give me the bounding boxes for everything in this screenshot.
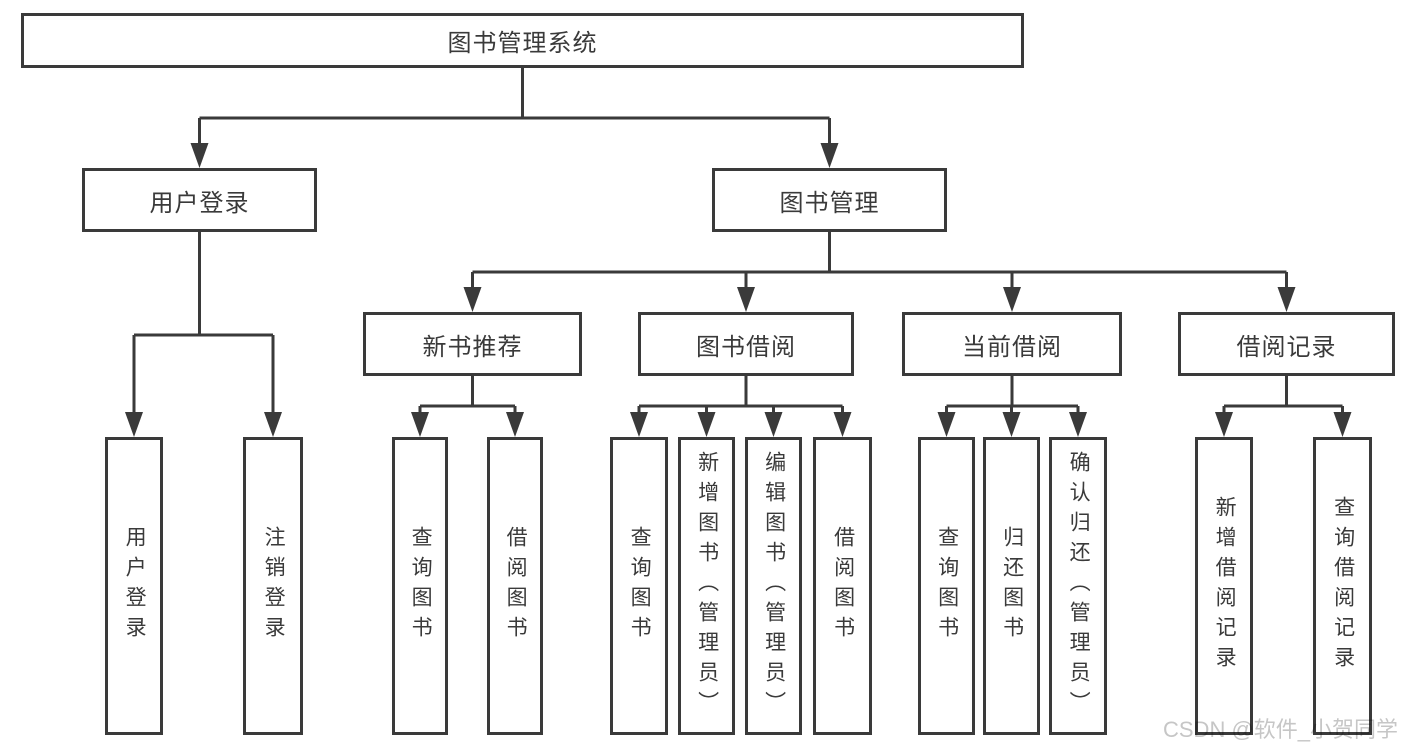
node-new-book-recommendation-label: 新书推荐: [422, 333, 523, 361]
leaf-confirm-return-admin: 确认归还（管理员）: [1049, 437, 1107, 735]
node-borrowing-records: 借阅记录: [1178, 312, 1395, 376]
arrow-down-icon: [411, 412, 429, 437]
leaf-borrow-books-borrowing-label: 借阅图书: [831, 526, 855, 646]
leaf-query-books-current-label: 查询图书: [935, 526, 959, 646]
arrow-down-icon: [1002, 412, 1021, 437]
arrow-down-icon: [125, 412, 143, 437]
node-new-book-recommendation: 新书推荐: [363, 312, 582, 376]
node-library-system-label: 图书管理系统: [447, 30, 598, 57]
leaf-borrow-books-recommend: 借阅图书: [487, 437, 543, 735]
node-current-borrowing: 当前借阅: [902, 312, 1122, 376]
csdn-watermark: CSDN @软件_小贺同学: [1163, 717, 1399, 742]
arrow-down-icon: [1069, 412, 1087, 437]
leaf-add-books-admin-label: 新增图书（管理员）: [695, 451, 719, 721]
arrow-down-icon: [820, 143, 839, 168]
node-book-management: 图书管理: [712, 168, 947, 232]
arrow-down-icon: [463, 287, 482, 312]
arrow-down-icon: [190, 143, 209, 168]
leaf-confirm-return-admin-label: 确认归还（管理员）: [1067, 451, 1091, 721]
leaf-query-borrow-record: 查询借阅记录: [1313, 437, 1372, 735]
node-current-borrowing-label: 当前借阅: [962, 333, 1062, 361]
leaf-user-login: 用户登录: [105, 437, 163, 735]
leaf-return-books: 归还图书: [983, 437, 1040, 735]
leaf-edit-books-admin: 编辑图书（管理员）: [745, 437, 802, 735]
arrow-down-icon: [737, 287, 755, 312]
leaf-borrow-books-recommend-label: 借阅图书: [504, 526, 528, 646]
leaf-query-books-borrowing: 查询图书: [610, 437, 668, 735]
arrow-down-icon: [764, 412, 783, 437]
arrow-down-icon: [1277, 287, 1296, 312]
arrowheads: [125, 143, 1352, 437]
arrow-down-icon: [264, 412, 282, 437]
node-book-management-label: 图书管理: [779, 189, 880, 217]
arrow-down-icon: [697, 412, 716, 437]
leaf-user-login-label: 用户登录: [123, 526, 147, 646]
leaf-query-borrow-record-label: 查询借阅记录: [1331, 496, 1355, 676]
arrow-down-icon: [937, 412, 956, 437]
arrow-down-icon: [1215, 412, 1233, 437]
leaf-borrow-books-borrowing: 借阅图书: [813, 437, 872, 735]
leaf-return-books-label: 归还图书: [1000, 526, 1024, 646]
node-user-login-label: 用户登录: [149, 189, 250, 217]
leaf-logout: 注销登录: [243, 437, 303, 735]
arrow-down-icon: [833, 412, 852, 437]
leaf-add-borrow-record: 新增借阅记录: [1195, 437, 1253, 735]
node-library-system: 图书管理系统: [21, 13, 1024, 68]
node-book-borrowing-label: 图书借阅: [696, 333, 796, 361]
arrow-down-icon: [506, 412, 524, 437]
leaf-query-books-recommend-label: 查询图书: [409, 526, 433, 646]
arrow-down-icon: [1003, 287, 1021, 312]
leaf-add-books-admin: 新增图书（管理员）: [678, 437, 735, 735]
leaf-add-borrow-record-label: 新增借阅记录: [1213, 496, 1237, 676]
leaf-edit-books-admin-label: 编辑图书（管理员）: [762, 451, 786, 721]
arrow-down-icon: [630, 412, 648, 437]
connector-stems: [132, 65, 1344, 416]
leaf-query-books-recommend: 查询图书: [392, 437, 448, 735]
node-user-login: 用户登录: [82, 168, 317, 232]
node-book-borrowing: 图书借阅: [638, 312, 854, 376]
leaf-query-books-current: 查询图书: [918, 437, 975, 735]
node-borrowing-records-label: 借阅记录: [1236, 333, 1337, 361]
leaf-query-books-borrowing-label: 查询图书: [628, 526, 652, 646]
arrow-down-icon: [1333, 412, 1352, 437]
leaf-logout-label: 注销登录: [262, 526, 286, 646]
